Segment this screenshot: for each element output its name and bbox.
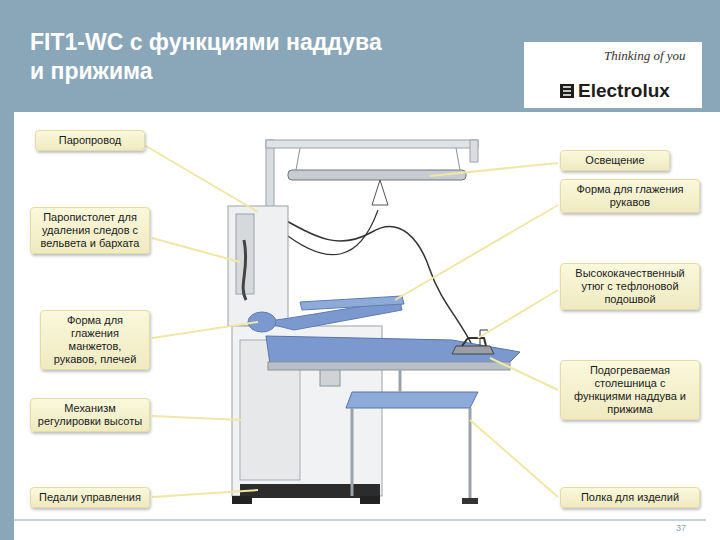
callout-text: Паропистолет для удаления следов с вельв… — [36, 211, 144, 250]
ironing-table — [228, 140, 520, 504]
callout-box: Форма для глажения манжетов, рукавов, пл… — [40, 310, 150, 370]
logo-wordmark: Electrolux — [578, 80, 670, 102]
callout-text: Форма для глажения манжетов, рукавов, пл… — [46, 314, 144, 366]
callout-box: Форма для глажения рукавов — [560, 179, 700, 213]
callout-box: Полка для изделий — [560, 487, 700, 508]
logo-slogan: Thinking of you — [604, 48, 686, 64]
page-number: 37 — [676, 523, 686, 533]
electrolux-mark — [560, 84, 574, 98]
callout-text: Механизм регулировки высоты — [36, 402, 144, 428]
callout-text: Освещение — [585, 154, 644, 167]
callout-box: Паропистолет для удаления следов с вельв… — [30, 207, 150, 254]
callout-text: Подогреваемая столешница с функциями над… — [566, 364, 694, 416]
callout-box: Механизм регулировки высоты — [30, 398, 150, 432]
side-band — [0, 112, 14, 540]
callout-text: Полка для изделий — [581, 491, 679, 504]
callout-text: Высококачественный утюг с тефлоновой под… — [566, 267, 694, 306]
slide-title: FIT1-WC с функциями наддува и прижима — [30, 28, 392, 86]
callout-text: Педали управления — [39, 491, 141, 504]
logo-panel — [524, 42, 702, 108]
callout-box: Паропровод — [35, 130, 145, 151]
callout-text: Форма для глажения рукавов — [566, 183, 694, 209]
callout-text: Паропровод — [59, 134, 121, 147]
header-band — [0, 0, 720, 112]
leader-lines — [146, 146, 558, 497]
callout-box: Педали управления — [30, 487, 150, 508]
callout-box: Подогреваемая столешница с функциями над… — [560, 360, 700, 420]
callout-box: Высококачественный утюг с тефлоновой под… — [560, 263, 700, 310]
footer-rule — [14, 520, 706, 521]
callout-box: Освещение — [560, 150, 670, 171]
